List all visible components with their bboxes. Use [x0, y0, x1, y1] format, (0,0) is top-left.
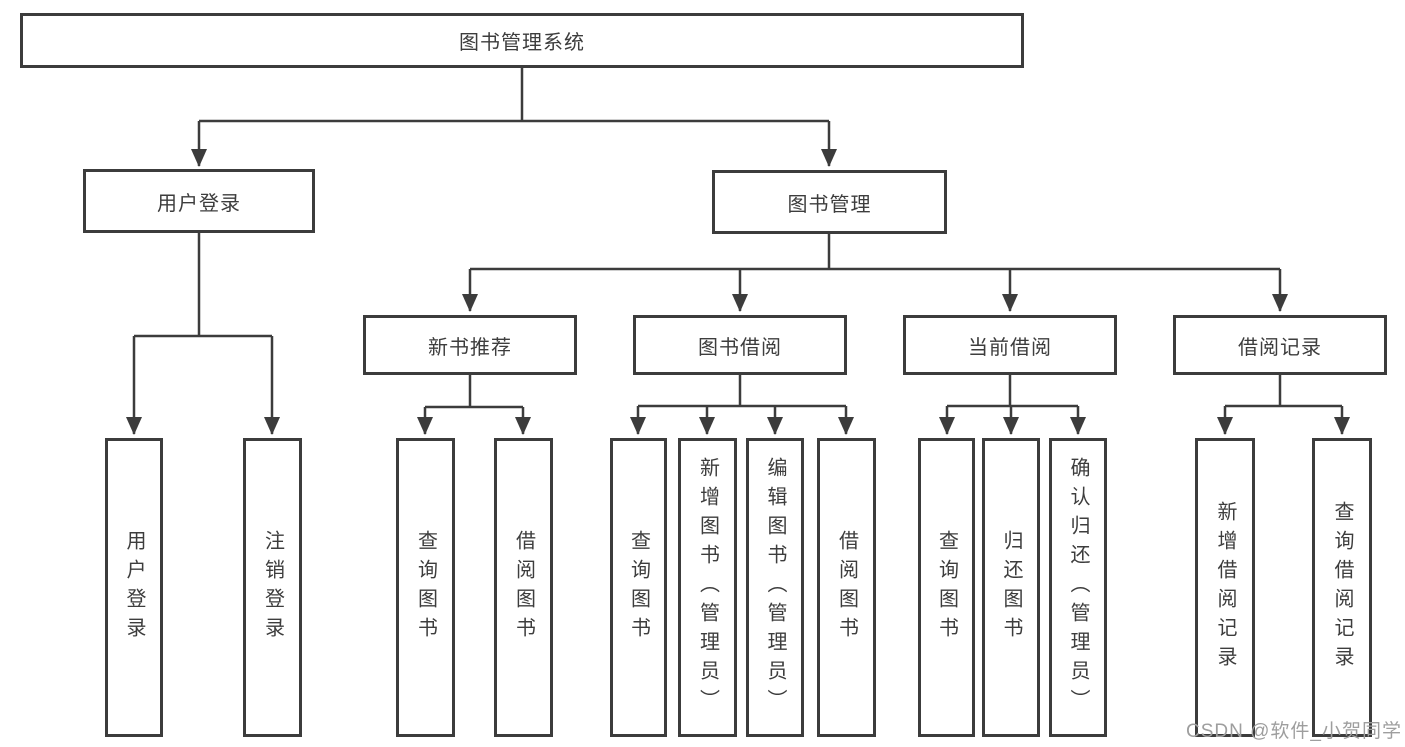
leaf-edit-book-admin: 编辑图书（管理员） [746, 438, 804, 737]
node-book-borrow: 图书借阅 [633, 315, 847, 375]
leaf-query-books-current: 查询图书 [918, 438, 975, 737]
leaf-query-borrow-record: 查询借阅记录 [1312, 438, 1372, 737]
node-current-borrow: 当前借阅 [903, 315, 1117, 375]
node-new-book-recommend: 新书推荐 [363, 315, 577, 375]
node-borrow-records: 借阅记录 [1173, 315, 1387, 375]
leaf-add-book-admin: 新增图书（管理员） [678, 438, 737, 737]
leaf-logout-login: 注销登录 [243, 438, 302, 737]
leaf-add-borrow-record: 新增借阅记录 [1195, 438, 1255, 737]
node-user-login: 用户登录 [83, 169, 315, 233]
leaf-borrow-books: 借阅图书 [817, 438, 876, 737]
leaf-query-books-recommend: 查询图书 [396, 438, 455, 737]
leaf-query-books-borrow: 查询图书 [610, 438, 667, 737]
node-root-system: 图书管理系统 [20, 13, 1024, 68]
leaf-return-book: 归还图书 [982, 438, 1040, 737]
leaf-user-login: 用户登录 [105, 438, 163, 737]
node-book-management: 图书管理 [712, 170, 947, 234]
csdn-watermark: CSDN @软件_小贺同学 [1186, 721, 1402, 742]
leaf-confirm-return-admin: 确认归还（管理员） [1049, 438, 1107, 737]
leaf-borrow-books-recommend: 借阅图书 [494, 438, 553, 737]
